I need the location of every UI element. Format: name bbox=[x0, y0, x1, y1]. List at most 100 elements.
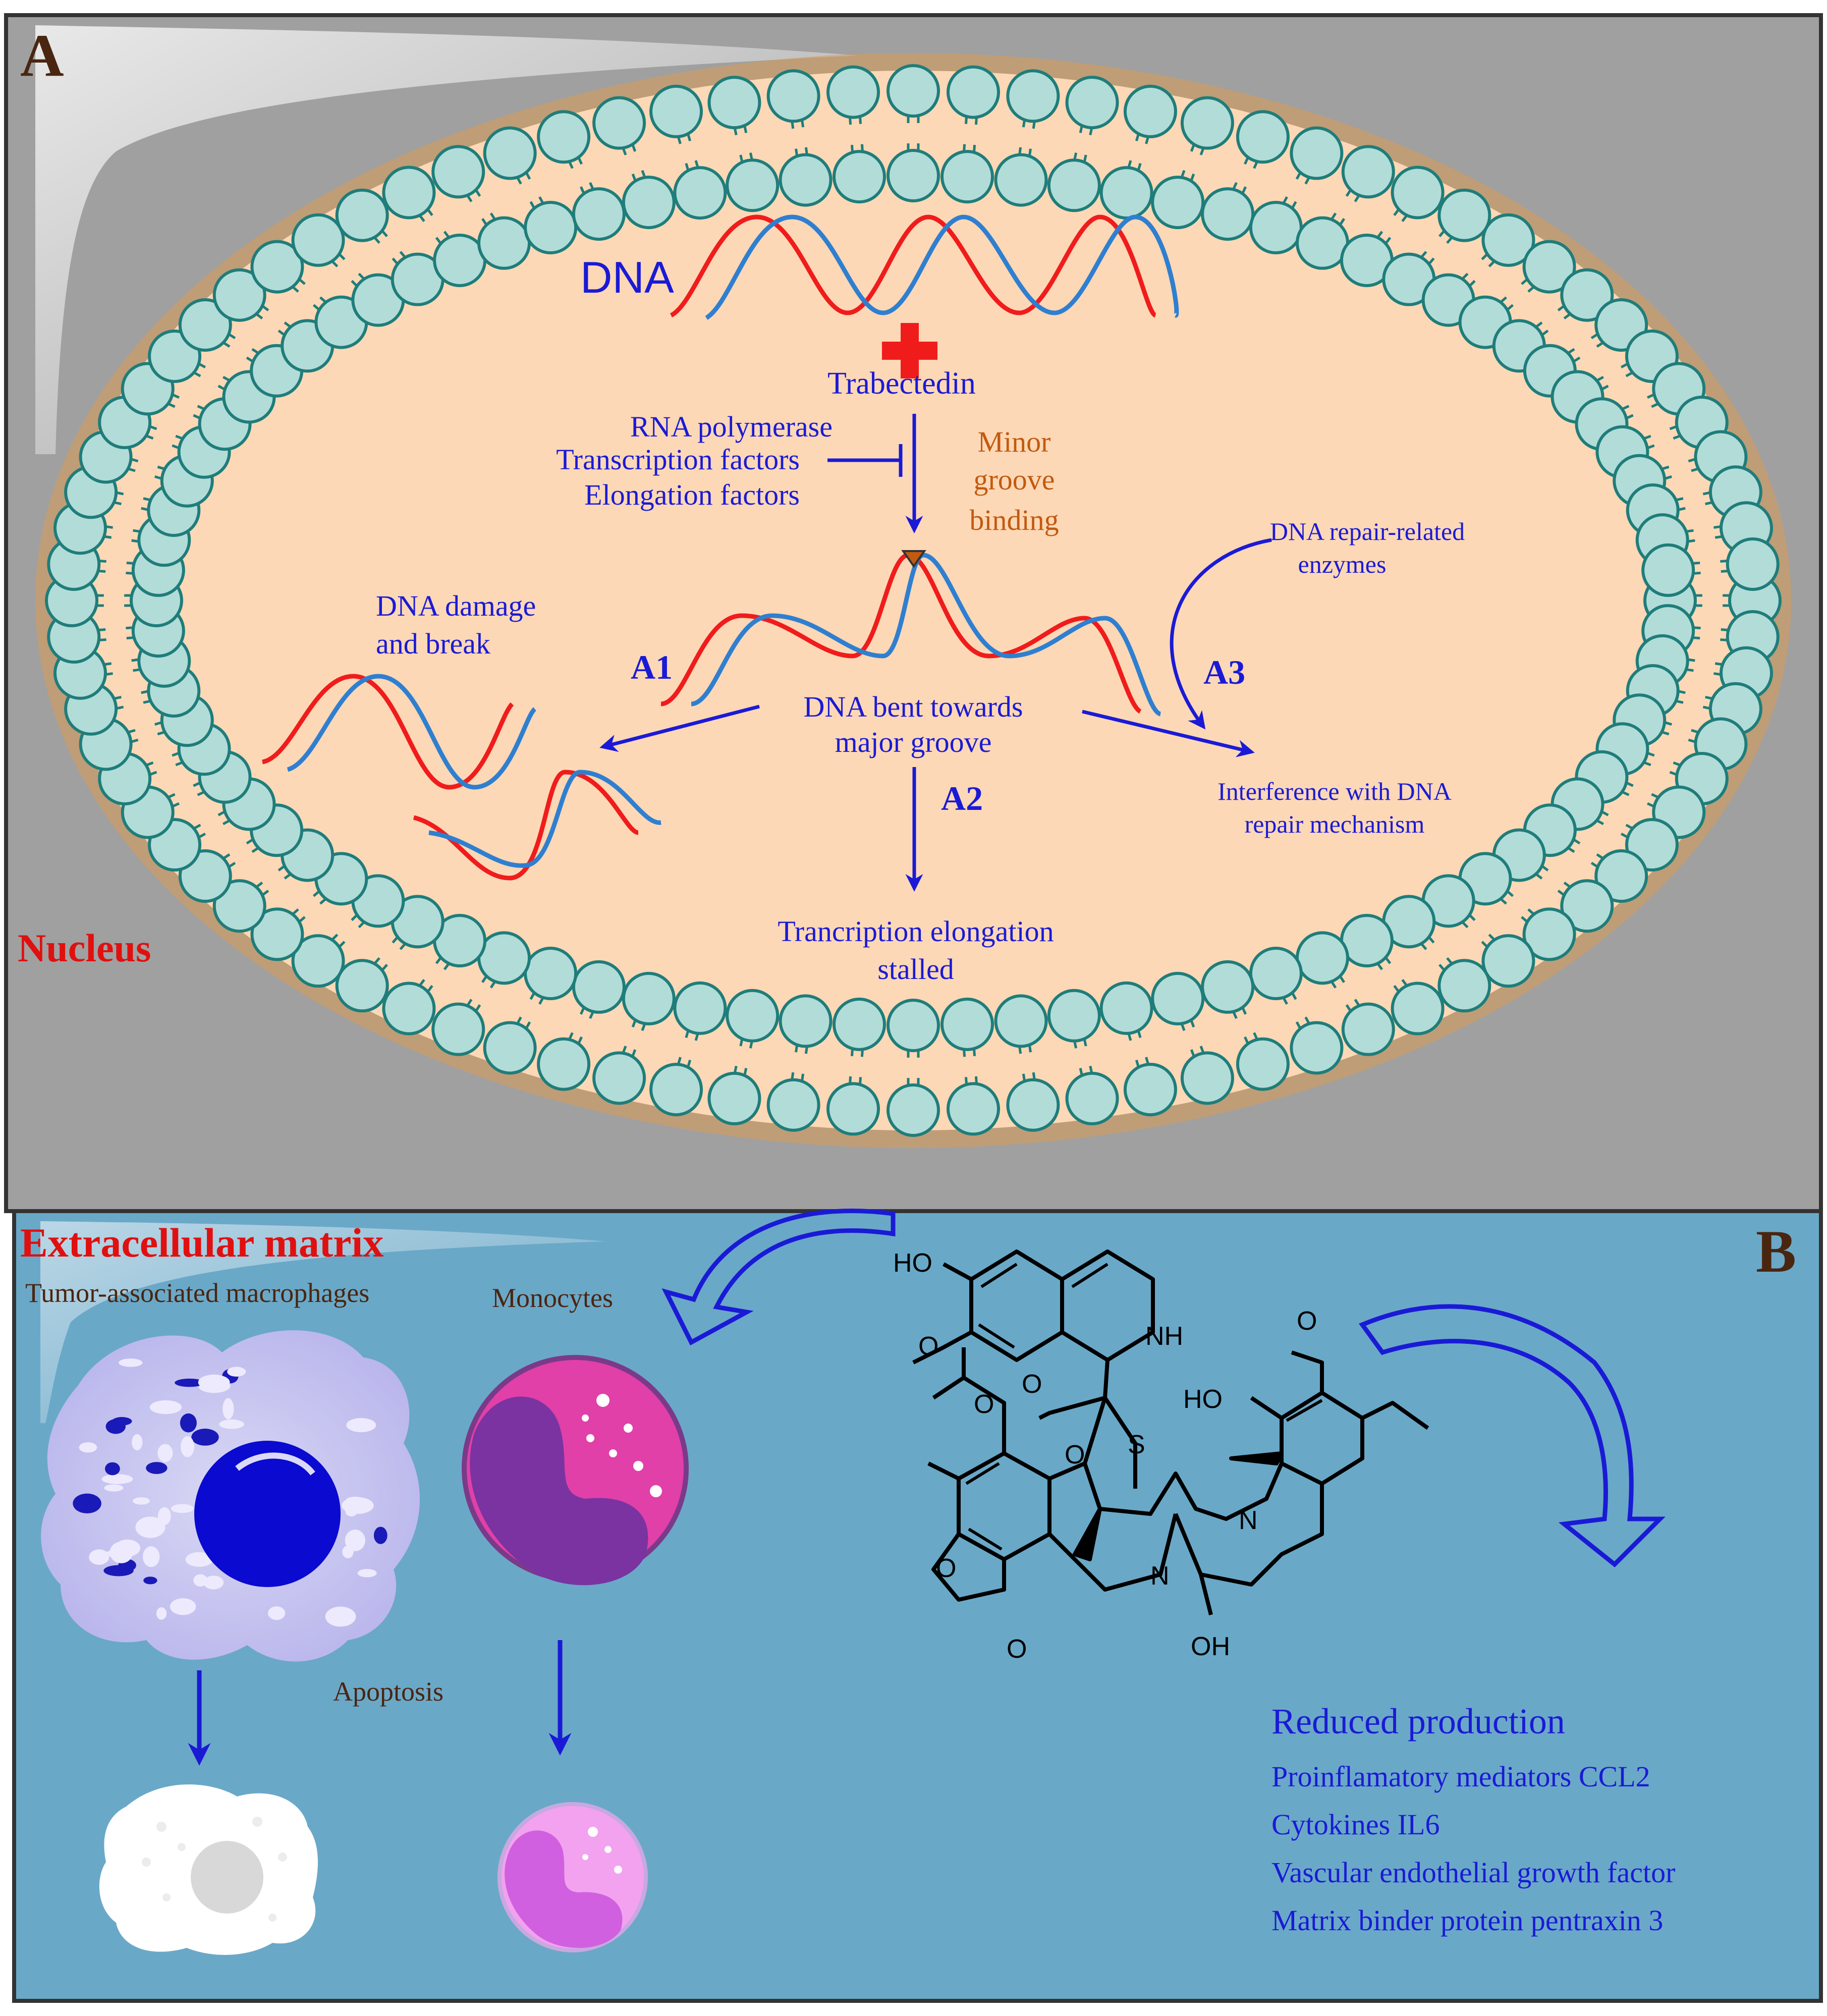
bonds-bottom-left bbox=[927, 1347, 1178, 1602]
monocyte-granules bbox=[582, 1394, 662, 1497]
reduced-item-vegf: Vascular endothelial growth factor bbox=[1271, 1856, 1675, 1889]
lipid-head-outer bbox=[1481, 934, 1535, 988]
macrophage-vesicle bbox=[325, 1606, 356, 1627]
ecm-title: Extracellular matrix bbox=[20, 1220, 383, 1266]
reduced-title: Reduced production bbox=[1271, 1701, 1565, 1741]
lipid-head-outer bbox=[291, 934, 345, 988]
lipid-head-outer bbox=[766, 1078, 820, 1132]
lipid-head-outer bbox=[483, 126, 537, 180]
macrophage-vesicle bbox=[149, 1400, 182, 1414]
macrophage-vesicle bbox=[103, 1565, 134, 1576]
dna-damage-label: DNA damage and break bbox=[376, 589, 536, 660]
macrophage-vesicle bbox=[89, 1549, 109, 1565]
lipid-head-outer bbox=[887, 1083, 940, 1137]
lipid-head-outer bbox=[1341, 145, 1395, 199]
lipid-head-inner bbox=[1099, 166, 1153, 220]
double-bonds bbox=[965, 1263, 1323, 1551]
nucleus-label: Nucleus bbox=[18, 926, 151, 970]
ring-bottom-right bbox=[1174, 1484, 1324, 1615]
structure-o-1: O bbox=[1297, 1306, 1317, 1336]
macrophage-vesicle bbox=[157, 1507, 171, 1525]
curved-arrow-left bbox=[661, 1209, 896, 1346]
trabectedin-label: Trabectedin bbox=[827, 366, 976, 401]
apoptotic-monocyte-icon bbox=[497, 1802, 648, 1952]
macrophage-vesicle bbox=[345, 1530, 365, 1552]
repair-enzymes-label: DNA repair-related enzymes bbox=[1270, 517, 1465, 578]
lipid-head-outer bbox=[483, 1021, 537, 1075]
lipid-head-outer bbox=[1180, 1051, 1234, 1105]
bent-label: DNA bent towards major groove bbox=[804, 690, 1023, 758]
macrophage-vesicle bbox=[132, 1434, 143, 1451]
structure-oh: OH bbox=[1191, 1632, 1230, 1661]
macrophage-vesicle bbox=[219, 1419, 244, 1429]
lipid-head-outer bbox=[1594, 849, 1648, 903]
dna-strand-red bbox=[670, 214, 1157, 318]
macrophage-vesicle bbox=[146, 1462, 168, 1475]
structure-labels: HO NH HO O O O O S O N N O O OH bbox=[893, 1248, 1317, 1664]
lipid-head-inner bbox=[832, 997, 886, 1051]
minor-groove-line-3: binding bbox=[969, 504, 1059, 536]
panel-a-sheen bbox=[35, 25, 858, 454]
interference-line-1: Interference with DNA bbox=[1217, 777, 1452, 805]
macrophage-icon bbox=[41, 1330, 420, 1662]
structure-o-4: O bbox=[974, 1390, 994, 1419]
lipid-head-outer bbox=[1391, 982, 1445, 1036]
lipid-head-inner bbox=[832, 150, 886, 204]
lipid-head-outer bbox=[1560, 879, 1614, 933]
macrophage-vesicle bbox=[185, 1552, 213, 1567]
lipid-head-outer bbox=[707, 1071, 761, 1125]
structure-o-3: O bbox=[1022, 1370, 1042, 1399]
structure-o-6: O bbox=[936, 1554, 956, 1583]
macrophage-nucleus bbox=[194, 1441, 341, 1587]
monocyte-nucleus bbox=[470, 1396, 648, 1586]
macrophage-vesicle bbox=[357, 1569, 377, 1577]
inhibitor-elongation-factors: Elongation factors bbox=[584, 478, 800, 511]
lipid-head-outer bbox=[1123, 84, 1177, 138]
lipid-head-inner bbox=[524, 200, 578, 254]
lipid-head-outer bbox=[1236, 110, 1290, 164]
lipid-head-outer bbox=[537, 1037, 591, 1091]
bent-strand-blue bbox=[691, 553, 1161, 717]
lipid-head-outer bbox=[178, 298, 232, 352]
repair-enzymes-line-2: enzymes bbox=[1298, 550, 1387, 578]
macrophage-vesicle bbox=[156, 1607, 167, 1620]
macrophage-vesicle bbox=[79, 1442, 97, 1453]
lipid-head-outer bbox=[826, 65, 880, 119]
lipid-head-outer bbox=[1290, 1021, 1344, 1075]
lipid-head-inner bbox=[622, 971, 676, 1025]
lipid-head-outer bbox=[1180, 96, 1234, 150]
lipid-head-inner bbox=[994, 994, 1048, 1048]
lipid-head-inner bbox=[779, 994, 833, 1048]
structure-s: S bbox=[1128, 1430, 1145, 1459]
macrophage-vesicle bbox=[267, 1606, 286, 1620]
macrophage-vesicle bbox=[157, 1444, 173, 1462]
macrophage-vesicles bbox=[73, 1358, 387, 1627]
reduced-production-list: Reduced production Proinflamatory mediat… bbox=[1271, 1701, 1675, 1937]
lipid-head-inner bbox=[1249, 200, 1303, 254]
macrophage-vesicle bbox=[142, 1546, 160, 1567]
damage-line-2: and break bbox=[376, 627, 490, 660]
minor-groove-label: Minor groove binding bbox=[969, 425, 1059, 536]
lipid-head-outer bbox=[1726, 537, 1780, 591]
structure-o-5: O bbox=[1065, 1440, 1085, 1469]
inhibition-bar bbox=[827, 444, 903, 477]
lipid-head-outer bbox=[1236, 1037, 1290, 1091]
lipid-head-inner bbox=[779, 153, 833, 207]
lipid-head-outer bbox=[1437, 959, 1491, 1013]
macrophage-vesicle bbox=[133, 1497, 150, 1505]
stall-line-2: stalled bbox=[877, 953, 954, 986]
tam-label: Tumor-associated macrophages bbox=[25, 1278, 369, 1308]
dna-label: DNA bbox=[580, 252, 674, 302]
macrophage-vesicle bbox=[112, 1417, 132, 1426]
lipid-head-outer bbox=[382, 166, 436, 220]
lipid-head-outer bbox=[537, 110, 591, 164]
structure-nh: NH bbox=[1145, 1322, 1183, 1351]
macrophage-vesicle bbox=[203, 1575, 224, 1590]
lipid-head-inner bbox=[477, 216, 531, 270]
lipid-head-outer bbox=[1437, 188, 1491, 242]
macrophage-vesicle bbox=[191, 1429, 219, 1446]
lipid-head-outer bbox=[1481, 213, 1535, 267]
lipid-head-outer bbox=[1391, 166, 1445, 220]
lipid-head-outer bbox=[291, 213, 345, 267]
